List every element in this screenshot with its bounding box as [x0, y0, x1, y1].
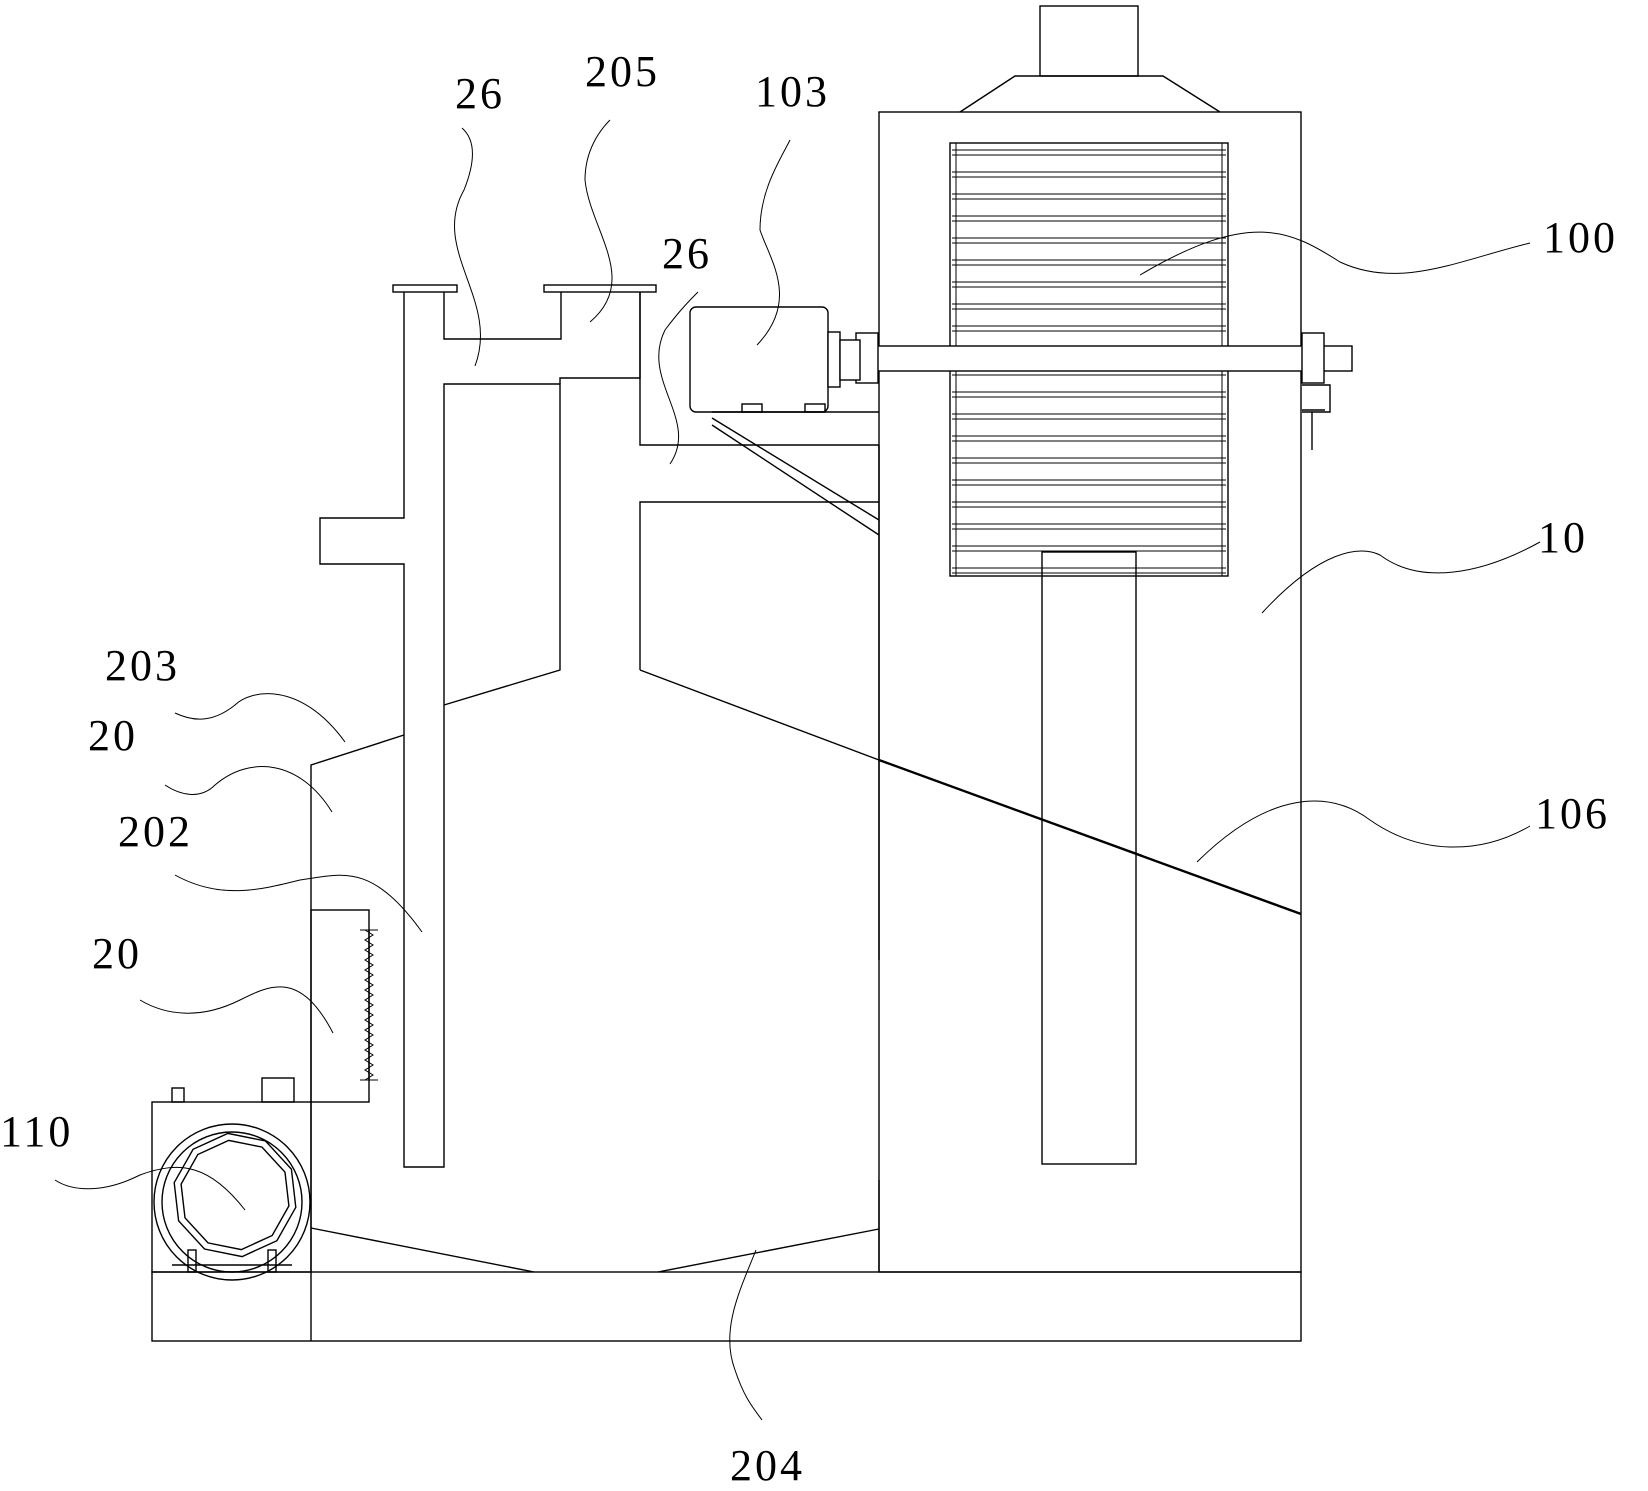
- label-204: 204: [730, 1441, 805, 1490]
- label-20-lower: 20: [92, 929, 142, 978]
- label-203: 203: [105, 641, 180, 690]
- label-100: 100: [1543, 213, 1618, 262]
- label-20-upper: 20: [88, 711, 138, 760]
- spring-coil: [364, 929, 374, 1081]
- spring: [364, 929, 374, 1081]
- label-26-top: 26: [455, 69, 505, 118]
- side-panel-20: [310, 909, 378, 1103]
- reference-labels: 26 205 103 26 100 10 203 20 202 106 20 1…: [0, 47, 1618, 1490]
- label-202: 202: [118, 807, 193, 856]
- label-205: 205: [585, 47, 660, 96]
- leader-lines: [54, 119, 1541, 1421]
- motor-103: [689, 306, 880, 536]
- pump-110: [151, 1077, 312, 1281]
- base-platform: [151, 1271, 1302, 1342]
- label-106: 106: [1535, 789, 1610, 838]
- label-103: 103: [755, 67, 830, 116]
- separator-vessel: [310, 284, 1302, 1273]
- drive-shaft: [819, 332, 1353, 450]
- label-110: 110: [0, 1107, 73, 1156]
- label-10: 10: [1538, 513, 1588, 562]
- tank-10: [878, 5, 1302, 1273]
- label-26-duct: 26: [662, 229, 712, 278]
